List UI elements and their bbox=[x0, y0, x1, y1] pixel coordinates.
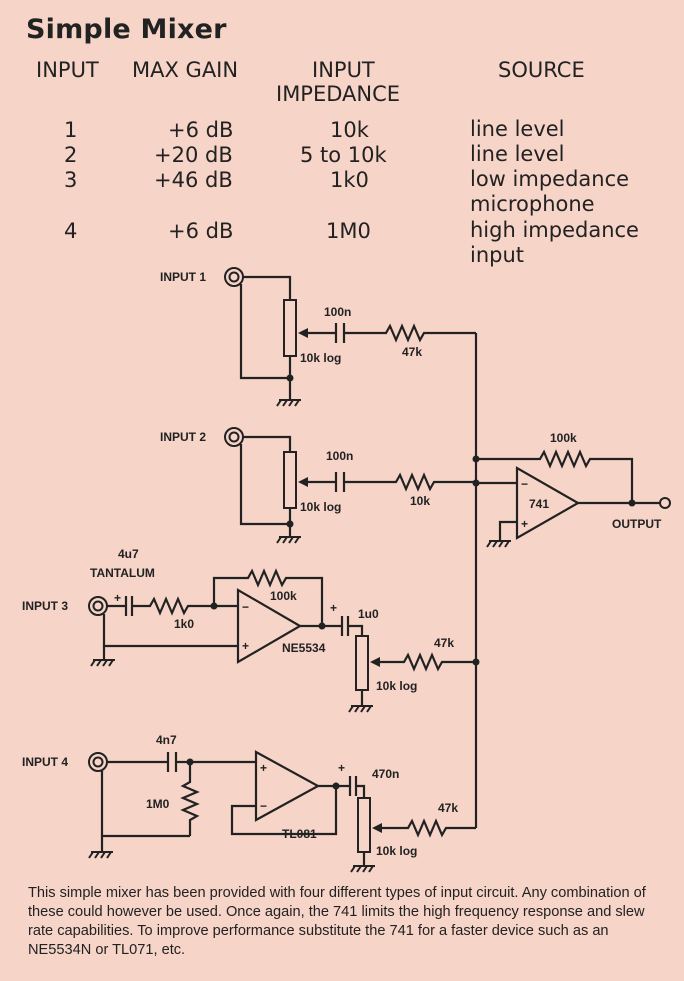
header-impedance-line2: IMPEDANCE bbox=[276, 82, 401, 106]
label-pot-3: 10k log bbox=[376, 679, 417, 693]
resistor-47k-input-4 bbox=[382, 818, 476, 838]
opamp-ne5534-plus: + bbox=[242, 639, 249, 653]
cap-470n-plus: + bbox=[338, 761, 345, 775]
resistor-100k-mic-feedback bbox=[212, 568, 324, 626]
row2-source: line level bbox=[470, 142, 565, 166]
row3-source: low impedance microphone bbox=[470, 167, 630, 216]
ground-symbol bbox=[276, 536, 302, 544]
page-title: Simple Mixer bbox=[26, 14, 227, 45]
row3-gain: +46 dB bbox=[154, 168, 233, 192]
potentiometer-input-2 bbox=[283, 451, 297, 509]
potentiometer-input-1 bbox=[283, 299, 297, 357]
label-output: OUTPUT bbox=[612, 517, 662, 531]
header-input: INPUT bbox=[36, 58, 99, 82]
input-1-jack bbox=[224, 267, 244, 287]
ground-symbol bbox=[348, 705, 374, 713]
input-4-jack bbox=[88, 752, 108, 772]
row2-gain: +20 dB bbox=[154, 143, 233, 167]
label-res-47k-1: 47k bbox=[402, 345, 422, 359]
ground-symbol bbox=[486, 540, 512, 548]
row1-input: 1 bbox=[64, 118, 78, 142]
label-741: 741 bbox=[529, 497, 549, 511]
label-cap-4n7: 4n7 bbox=[156, 733, 177, 747]
label-res-100k-mic: 100k bbox=[270, 589, 297, 603]
label-cap-1u0: 1u0 bbox=[358, 607, 379, 621]
header-impedance-line1: INPUT bbox=[312, 58, 375, 82]
label-cap-4u7: 4u7 bbox=[118, 547, 139, 561]
label-res-10k-2: 10k bbox=[410, 494, 430, 508]
row1-gain: +6 dB bbox=[168, 118, 234, 142]
row4-gain: +6 dB bbox=[168, 219, 234, 243]
opamp-741-plus: + bbox=[521, 517, 528, 531]
label-input-4: INPUT 4 bbox=[22, 755, 68, 769]
cap-1u0-plus: + bbox=[330, 601, 337, 615]
ground-symbol bbox=[88, 851, 114, 859]
row1-source: line level bbox=[470, 117, 565, 141]
label-pot-4: 10k log bbox=[376, 844, 417, 858]
label-pot-2: 10k log bbox=[300, 500, 341, 514]
opamp-tl081 bbox=[254, 750, 321, 822]
row2-impedance: 5 to 10k bbox=[300, 143, 387, 167]
opamp-741 bbox=[515, 466, 581, 540]
label-tantalum: TANTALUM bbox=[90, 566, 155, 580]
row2-input: 2 bbox=[64, 143, 78, 167]
ground-symbol bbox=[90, 659, 116, 667]
label-cap-100n-1: 100n bbox=[324, 305, 351, 319]
row1-impedance: 10k bbox=[330, 118, 369, 142]
resistor-10k-input-2 bbox=[344, 472, 476, 492]
cap-4u7-plus: + bbox=[114, 591, 121, 605]
resistor-1k0 bbox=[132, 596, 214, 616]
resistor-1m0 bbox=[180, 762, 200, 836]
resistor-47k-input-3 bbox=[380, 652, 476, 672]
label-cap-100n-2: 100n bbox=[326, 449, 353, 463]
opamp-ne5534 bbox=[236, 588, 303, 664]
label-input-2: INPUT 2 bbox=[160, 430, 206, 444]
label-100k-feedback: 100k bbox=[550, 431, 577, 445]
junction-dot bbox=[628, 499, 636, 507]
potentiometer-input-3 bbox=[355, 635, 369, 691]
label-pot-1: 10k log bbox=[300, 351, 341, 365]
input-3-jack bbox=[88, 596, 108, 616]
ground-symbol bbox=[350, 865, 376, 873]
row4-impedance: 1M0 bbox=[326, 219, 371, 243]
label-cap-470n: 470n bbox=[372, 767, 399, 781]
figure-caption: This simple mixer has been provided with… bbox=[28, 885, 646, 958]
opamp-ne5534-minus: − bbox=[242, 600, 249, 614]
opamp-741-minus: − bbox=[521, 477, 528, 491]
row4-source: high impedance input bbox=[470, 218, 639, 267]
opamp-tl081-plus: + bbox=[260, 761, 267, 775]
label-ne5534: NE5534 bbox=[282, 641, 326, 655]
label-res-1k0: 1k0 bbox=[174, 617, 194, 631]
row3-input: 3 bbox=[64, 168, 78, 192]
opamp-tl081-minus: − bbox=[260, 799, 267, 813]
ground-symbol bbox=[276, 399, 302, 407]
header-source: SOURCE bbox=[498, 58, 585, 82]
output-terminal bbox=[659, 497, 671, 509]
row4-input: 4 bbox=[64, 219, 78, 243]
label-res-47k-3: 47k bbox=[434, 636, 454, 650]
label-res-1m0: 1M0 bbox=[146, 797, 170, 811]
header-max-gain: MAX GAIN bbox=[132, 58, 239, 82]
label-input-1: INPUT 1 bbox=[160, 270, 206, 284]
label-input-3: INPUT 3 bbox=[22, 599, 68, 613]
resistor-47k-input-1 bbox=[344, 323, 476, 343]
resistor-100k-feedback bbox=[476, 449, 634, 503]
input-2-jack bbox=[224, 427, 244, 447]
label-res-47k-4: 47k bbox=[438, 801, 458, 815]
row3-impedance: 1k0 bbox=[330, 168, 369, 192]
potentiometer-input-4 bbox=[357, 797, 371, 853]
